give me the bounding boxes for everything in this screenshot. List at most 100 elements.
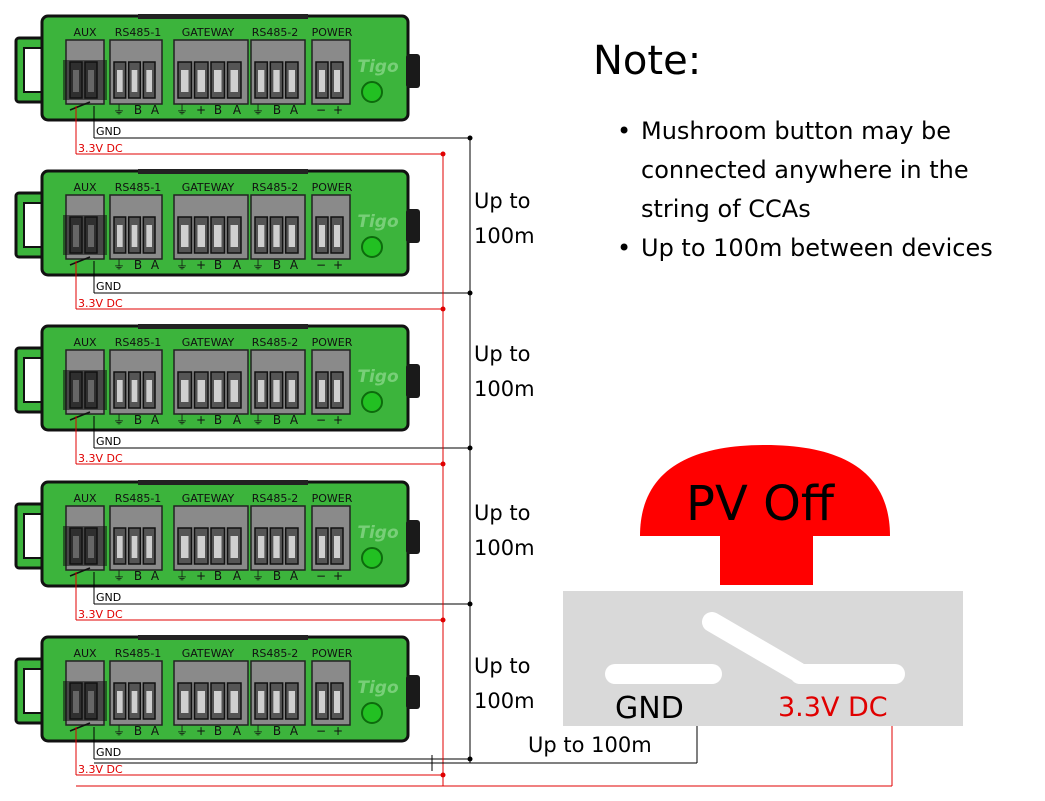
note-bullet: Up to 100m between devices bbox=[617, 229, 1037, 268]
pin-label: ⏚ bbox=[176, 258, 188, 272]
note-title: Note: bbox=[593, 38, 702, 84]
terminal-slot bbox=[273, 70, 280, 92]
aux-terminal-shadow bbox=[63, 681, 107, 721]
port-label: AUX bbox=[73, 492, 97, 505]
aux-terminal-shadow bbox=[63, 370, 107, 410]
aux-switch-symbol bbox=[69, 567, 91, 577]
terminal-slot bbox=[230, 225, 238, 247]
pin-label: A bbox=[290, 724, 299, 738]
port-label: POWER bbox=[312, 336, 353, 349]
terminal-slot bbox=[117, 691, 123, 713]
brand-logo: Tigo bbox=[357, 523, 399, 543]
port-label: RS485-1 bbox=[115, 647, 162, 660]
pin-label: B bbox=[214, 724, 222, 738]
note-list: Mushroom button may be connected anywher… bbox=[617, 112, 1037, 268]
pin-label: ⏚ bbox=[252, 258, 264, 272]
pin-label: B bbox=[273, 569, 281, 583]
gnd-wire-label: GND bbox=[96, 746, 121, 759]
port-label: AUX bbox=[73, 181, 97, 194]
pin-label: + bbox=[196, 258, 206, 272]
pin-label: A bbox=[151, 413, 160, 427]
distance-label: Up to 100m bbox=[474, 649, 535, 719]
port-label: GATEWAY bbox=[182, 26, 235, 39]
pin-label: A bbox=[233, 569, 242, 583]
pin-label: B bbox=[134, 724, 142, 738]
terminal-slot bbox=[288, 536, 295, 558]
pin-label: − bbox=[316, 569, 326, 583]
terminal-slot bbox=[146, 536, 152, 558]
pin-label: B bbox=[134, 258, 142, 272]
terminal-slot bbox=[319, 380, 325, 402]
pin-label: − bbox=[316, 103, 326, 117]
terminal-slot bbox=[214, 70, 222, 92]
distance-line2: 100m bbox=[474, 689, 535, 713]
pin-label: B bbox=[273, 258, 281, 272]
aux-switch-symbol bbox=[69, 101, 91, 111]
pin-label: + bbox=[196, 413, 206, 427]
mounting-slot bbox=[23, 513, 43, 559]
port-label: AUX bbox=[73, 647, 97, 660]
pin-label: ⏚ bbox=[113, 413, 125, 427]
vdc-wire-label: 3.3V DC bbox=[78, 452, 123, 465]
aux-switch-symbol bbox=[69, 722, 91, 732]
terminal-slot bbox=[146, 70, 152, 92]
port-label: RS485-1 bbox=[115, 26, 162, 39]
terminal-slot bbox=[334, 70, 340, 92]
terminal-slot bbox=[146, 691, 152, 713]
distance-label: Up to 100m bbox=[474, 337, 535, 407]
distance-line1: Up to bbox=[474, 189, 531, 213]
pin-label: + bbox=[196, 103, 206, 117]
pin-label: B bbox=[214, 103, 222, 117]
terminal-slot bbox=[319, 536, 325, 558]
side-connector bbox=[406, 675, 420, 709]
pin-label: + bbox=[196, 569, 206, 583]
device-rail bbox=[138, 480, 308, 485]
terminal-slot bbox=[181, 691, 189, 713]
terminal-slot bbox=[334, 536, 340, 558]
port-label: GATEWAY bbox=[182, 647, 235, 660]
bottom-distance-label: Up to 100m bbox=[528, 733, 652, 757]
terminal-slot bbox=[117, 536, 123, 558]
port-label: RS485-1 bbox=[115, 181, 162, 194]
terminal-slot bbox=[258, 70, 265, 92]
device-rail bbox=[138, 14, 308, 19]
pin-label: ⏚ bbox=[113, 258, 125, 272]
aux-terminal-shadow bbox=[63, 60, 107, 100]
port-label: RS485-1 bbox=[115, 336, 162, 349]
pin-label: ⏚ bbox=[252, 724, 264, 738]
terminal-slot bbox=[273, 536, 280, 558]
terminal-slot bbox=[181, 380, 189, 402]
button-stem bbox=[720, 535, 813, 585]
gnd-wire-label: GND bbox=[96, 125, 121, 138]
brand-logo: Tigo bbox=[357, 367, 399, 387]
switch-gnd-label: GND bbox=[615, 691, 684, 726]
terminal-slot bbox=[288, 70, 295, 92]
distance-line2: 100m bbox=[474, 536, 535, 560]
port-label: RS485-1 bbox=[115, 492, 162, 505]
device-rail bbox=[138, 169, 308, 174]
terminal-slot bbox=[319, 691, 325, 713]
terminal-slot bbox=[334, 380, 340, 402]
device-rail bbox=[138, 324, 308, 329]
vdc-wire-label: 3.3V DC bbox=[78, 297, 123, 310]
distance-line1: Up to bbox=[474, 501, 531, 525]
terminal-slot bbox=[230, 70, 238, 92]
terminal-slot bbox=[117, 380, 123, 402]
terminal-slot bbox=[197, 225, 205, 247]
terminal-slot bbox=[273, 225, 280, 247]
port-label: POWER bbox=[312, 181, 353, 194]
pin-label: B bbox=[134, 103, 142, 117]
pin-label: A bbox=[233, 103, 242, 117]
terminal-slot bbox=[258, 691, 265, 713]
pin-label: ⏚ bbox=[176, 413, 188, 427]
terminal-slot bbox=[117, 225, 123, 247]
gnd-wire-label: GND bbox=[96, 591, 121, 604]
vdc-contact bbox=[790, 664, 905, 684]
terminal-slot bbox=[258, 380, 265, 402]
port-label: AUX bbox=[73, 26, 97, 39]
terminal-slot bbox=[230, 691, 238, 713]
